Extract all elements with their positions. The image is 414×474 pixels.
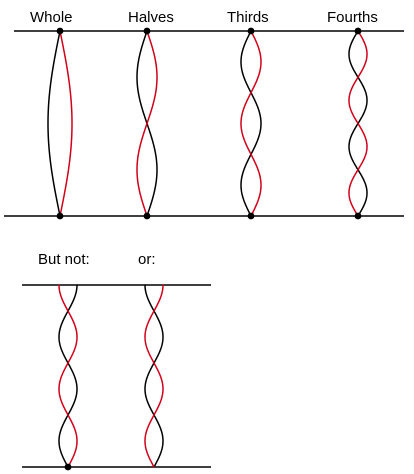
- string-red: [58, 284, 78, 468]
- label-fourths: Fourths: [327, 9, 378, 26]
- mode-thirds: [240, 27, 262, 220]
- string-red: [59, 30, 73, 217]
- mode-whole: [47, 27, 73, 220]
- node-bottom: [247, 212, 255, 220]
- string-red: [144, 284, 164, 468]
- node-top: [143, 27, 151, 35]
- mode-fourths: [348, 27, 368, 220]
- string-black: [240, 30, 262, 217]
- node-top: [56, 27, 64, 35]
- node-bottom: [64, 463, 72, 471]
- label-or: or:: [138, 251, 156, 268]
- string-black: [47, 30, 61, 217]
- label-halves: Halves: [128, 9, 174, 26]
- node-top: [247, 27, 255, 35]
- mode-but-not: [58, 284, 78, 471]
- node-bottom: [56, 212, 64, 220]
- string-red: [136, 30, 158, 217]
- label-whole: Whole: [30, 9, 73, 26]
- mode-or: [144, 284, 164, 468]
- mode-halves: [136, 27, 158, 220]
- string-black: [144, 284, 164, 468]
- label-thirds: Thirds: [227, 9, 269, 26]
- label-but-not: But not:: [38, 251, 90, 268]
- node-top: [354, 27, 362, 35]
- string-black: [58, 284, 78, 468]
- string-red: [348, 30, 368, 217]
- node-bottom: [354, 212, 362, 220]
- node-bottom: [143, 212, 151, 220]
- string-red: [240, 30, 262, 217]
